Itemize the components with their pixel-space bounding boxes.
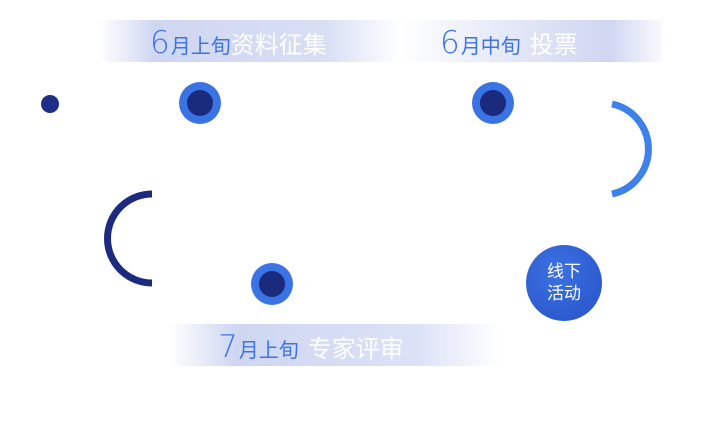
timeline-path-left-turn [104,190,153,287]
milestone-node-2 [472,82,514,124]
milestone-node-3 [251,263,293,305]
milestone-month: 7 [218,329,238,365]
milestone-period: 月上旬 [238,338,299,362]
milestone-label-band-1 [100,20,400,62]
milestone-label-band-3 [170,324,500,366]
timeline-path-right-turn [611,100,652,198]
milestone-period: 月中旬 [460,34,521,58]
milestone-label-2: 6 月中旬 投票 [440,28,578,59]
milestone-label-1: 6 月上旬 资料征集 [150,28,327,59]
milestone-event: 投票 [529,31,578,59]
offline-event-line1: 线下 [547,262,581,282]
milestone-event: 资料征集 [230,31,327,59]
milestone-label-3: 7 月上旬 专家评审 [218,332,404,363]
milestone-period: 月上旬 [170,34,231,58]
milestone-event: 专家评审 [307,335,404,363]
offline-event-badge: 线下 活动 [526,245,602,321]
milestone-month: 6 [150,25,170,61]
milestone-node-1 [179,82,221,124]
milestone-month: 6 [440,25,460,61]
offline-event-line2: 活动 [547,284,581,304]
milestone-label-band-2 [400,20,662,62]
timeline-start-dot [41,95,59,113]
